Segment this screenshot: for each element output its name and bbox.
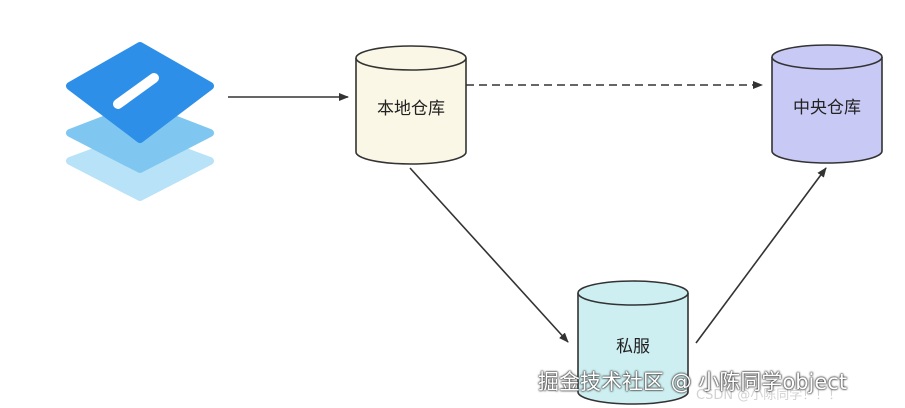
central-cylinder-body <box>771 57 883 164</box>
private-cylinder-body <box>577 293 689 405</box>
node-private-server: 私服 <box>577 280 689 405</box>
local-cylinder-top <box>355 45 467 71</box>
watermark-juejin: 掘金技术社区 @ 小陈同学object <box>538 370 848 394</box>
local-cylinder-body <box>355 58 467 165</box>
node-central-repository: 中央仓库 <box>771 44 883 164</box>
edge-private-to-central <box>695 167 827 344</box>
central-cylinder-top <box>771 44 883 70</box>
private-server-label: 私服 <box>616 337 650 357</box>
central-repository-label: 中央仓库 <box>793 98 861 118</box>
logo-dash <box>113 73 159 109</box>
edge-local-to-private <box>409 167 569 343</box>
node-local-repository: 本地仓库 <box>355 45 467 165</box>
layers-stack-icon <box>66 42 214 201</box>
private-cylinder-top <box>577 280 689 306</box>
watermark-csdn: CSDN @小陈同学！！！ <box>696 388 842 403</box>
local-repository-label: 本地仓库 <box>377 99 445 119</box>
